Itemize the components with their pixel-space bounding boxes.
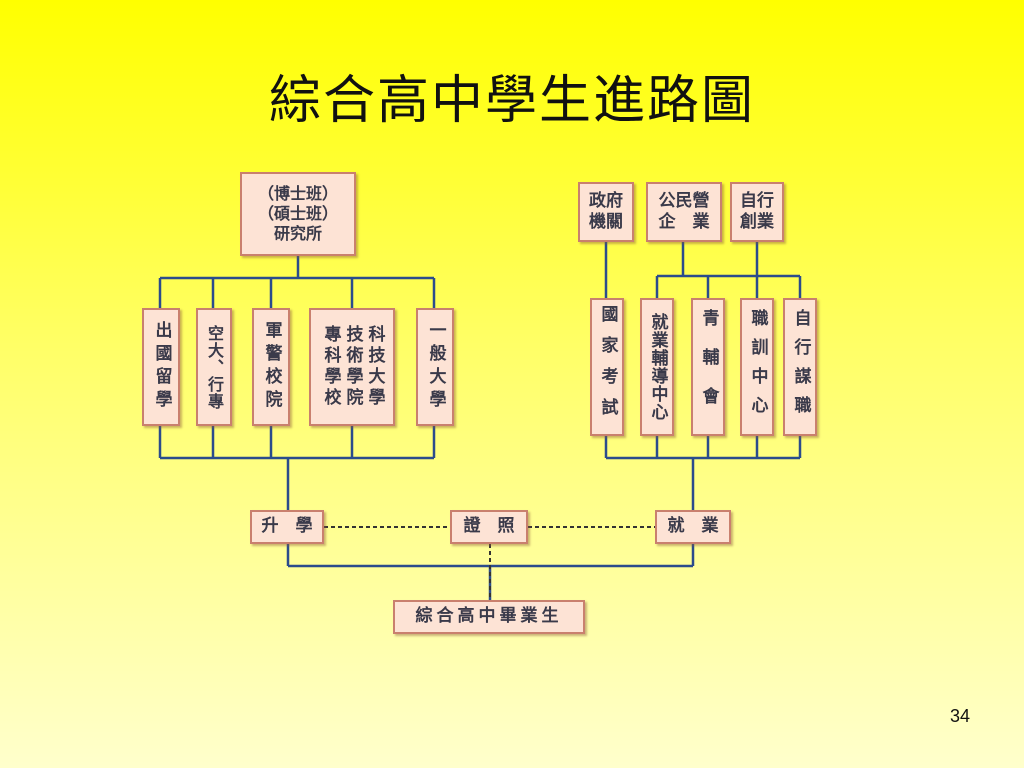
study-abroad-box: 出國留學 — [142, 308, 180, 426]
youth-council-box: 青輔會 — [691, 298, 725, 436]
graduate-box: 綜合高中畢業生 — [393, 600, 585, 634]
national-exam-box: 國家考試 — [590, 298, 624, 436]
military-police-label: 軍警校院 — [261, 321, 282, 413]
training-center-label: 職訓中心 — [747, 309, 768, 425]
page-number: 34 — [949, 706, 970, 726]
open-university-label: 空大、行專 — [205, 324, 224, 410]
grad-school-box: （博士班） （碩士班） 研究所 — [240, 172, 356, 256]
page-title: 綜合高中學生進路圖 — [268, 71, 755, 131]
national-exam-label: 國家考試 — [597, 305, 618, 429]
open-university-box: 空大、行專 — [196, 308, 232, 426]
study-abroad-label: 出國留學 — [151, 321, 172, 413]
technical-college-label-2: 技術學院 — [342, 325, 363, 409]
enterprise-box: 公民營 企 業 — [646, 182, 722, 242]
license-box: 證 照 — [450, 510, 528, 544]
government-box: 政府 機關 — [578, 182, 634, 242]
youth-council-label: 青輔會 — [698, 308, 719, 426]
training-center-box: 職訓中心 — [740, 298, 774, 436]
self-job-search-label: 自行謀職 — [790, 309, 811, 425]
employment-box: 就 業 — [655, 510, 731, 544]
military-police-box: 軍警校院 — [252, 308, 290, 426]
technical-college-label-3: 專科學校 — [320, 325, 341, 409]
general-university-label: 一般大學 — [425, 321, 446, 413]
further-study-box: 升 學 — [250, 510, 324, 544]
self-employment-box: 自行 創業 — [730, 182, 784, 242]
job-center-box: 就業輔導中心 — [640, 298, 674, 436]
technical-college-label-1: 科技大學 — [364, 325, 385, 409]
technical-colleges-box: 科技大學 技術學院 專科學校 — [309, 308, 395, 426]
general-university-box: 一般大學 — [416, 308, 454, 426]
job-center-label: 就業輔導中心 — [647, 313, 668, 421]
self-job-search-box: 自行謀職 — [783, 298, 817, 436]
